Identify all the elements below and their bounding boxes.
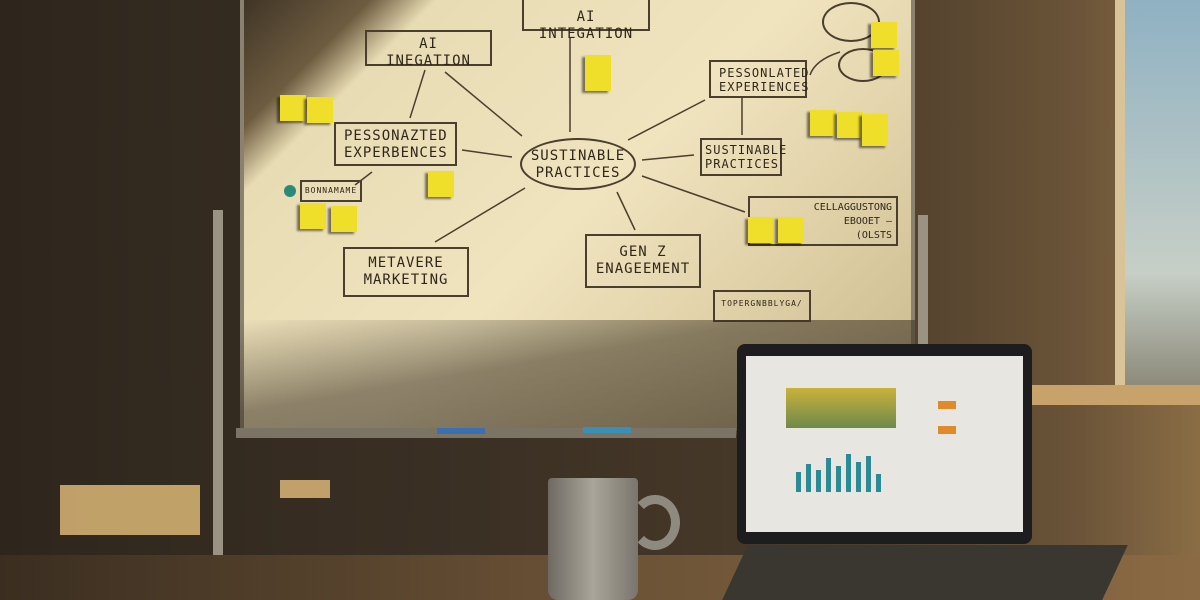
coffee-mug bbox=[548, 478, 638, 600]
chart-bar bbox=[826, 458, 831, 492]
node-personalized-right: PESSONLATED EXPERIENCES bbox=[709, 60, 808, 98]
chart-bar bbox=[856, 462, 861, 492]
chart-bar bbox=[816, 470, 821, 492]
sticky-note bbox=[862, 114, 888, 146]
orange-tag bbox=[938, 426, 956, 434]
board-stand-left bbox=[213, 210, 223, 580]
node-ai-integration-top: AI INTEGATION bbox=[522, 0, 650, 42]
chart-bar bbox=[796, 472, 801, 492]
sticky-note bbox=[280, 95, 306, 121]
marker bbox=[437, 428, 485, 434]
node-sustainable-center: SUSTINABLE PRACTICES bbox=[520, 138, 636, 190]
sticky-note bbox=[300, 203, 326, 229]
orange-tag bbox=[938, 401, 956, 409]
node-sustainable-right: SUSTINABLE PRACTICES bbox=[700, 138, 786, 176]
mug-handle bbox=[630, 495, 680, 550]
sunlight-patch bbox=[280, 480, 330, 498]
chart-bar bbox=[866, 456, 871, 492]
laptop-screen bbox=[746, 356, 1023, 532]
marker-tray bbox=[236, 428, 736, 438]
marker bbox=[583, 427, 631, 433]
sticky-note bbox=[331, 206, 357, 232]
chart-bar bbox=[806, 464, 811, 492]
sticky-note bbox=[873, 50, 899, 76]
laptop-keyboard bbox=[722, 545, 1128, 600]
sticky-note bbox=[748, 217, 774, 243]
board-stand-right bbox=[918, 215, 928, 345]
sticky-note bbox=[585, 55, 611, 91]
sticky-note bbox=[778, 217, 804, 243]
node-ai-integration-left: AI INEGATION bbox=[365, 30, 492, 69]
node-genz-engagement: GEN Z ENAGEEMENT bbox=[585, 234, 701, 288]
node-bottom-small: TOPERGNBBLYGA/ bbox=[713, 290, 811, 322]
sticky-note bbox=[307, 97, 333, 123]
area-chart bbox=[786, 388, 896, 428]
sticky-note bbox=[428, 171, 454, 197]
window-sill bbox=[1030, 385, 1200, 405]
laptop bbox=[737, 344, 1032, 544]
node-metaverse-marketing: METAVERE MARKETING bbox=[343, 247, 469, 297]
sticky-note bbox=[837, 112, 863, 138]
chart-bar bbox=[876, 474, 881, 492]
node-personalized-left: PESSONAZTED EXPERBENCES bbox=[334, 122, 457, 166]
chart-bar bbox=[846, 454, 851, 492]
sticky-note bbox=[871, 22, 897, 48]
sunlight-patch bbox=[60, 485, 200, 535]
node-left-small: BONNAMAME bbox=[300, 180, 362, 202]
sticky-note bbox=[810, 110, 836, 136]
green-magnet bbox=[284, 185, 296, 197]
chart-bar bbox=[836, 466, 841, 492]
window bbox=[1115, 0, 1200, 390]
